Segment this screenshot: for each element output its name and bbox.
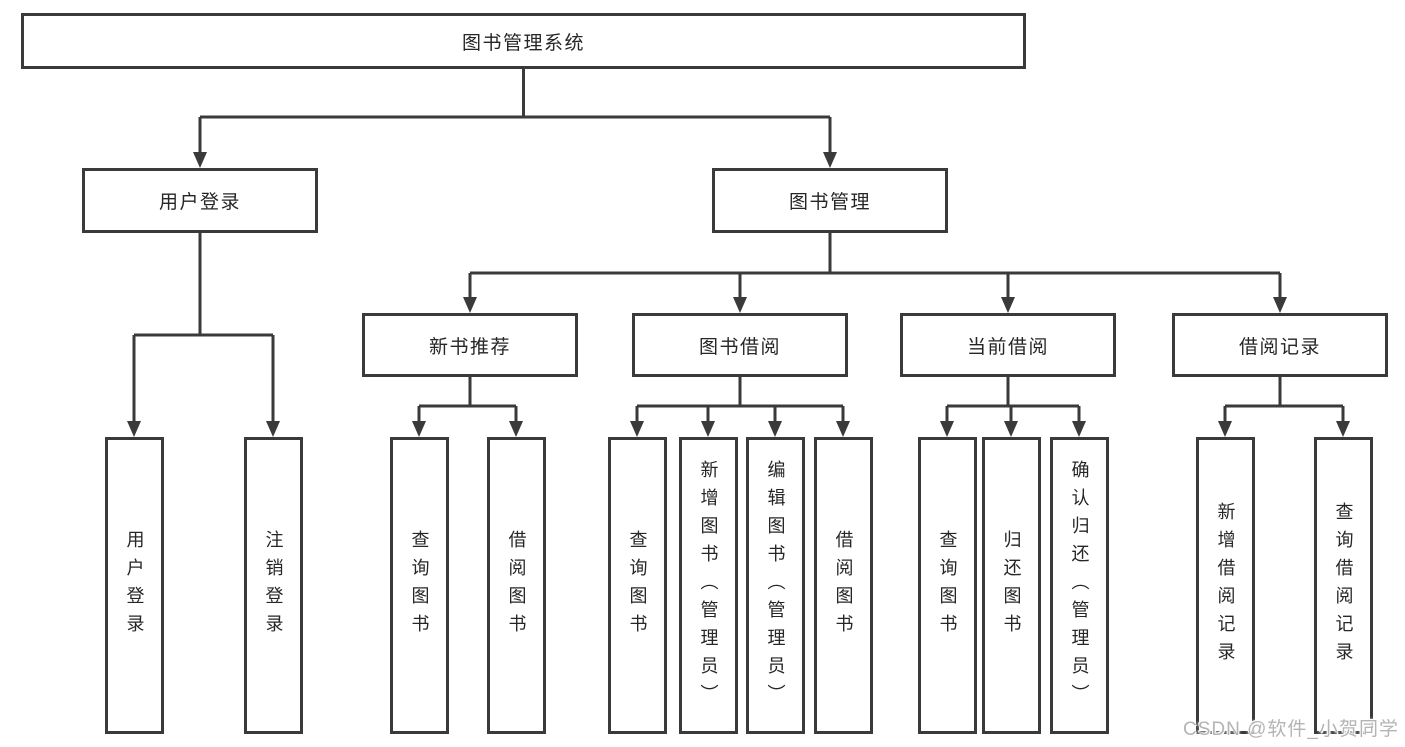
node-borrow-records: 借阅记录: [1172, 313, 1388, 377]
node-query-books-recommend-label: 查询图书: [409, 529, 430, 642]
node-new-book-recommend: 新书推荐: [362, 313, 578, 377]
node-book-borrow-label: 图书借阅: [698, 336, 781, 358]
node-borrow-books-recommend: 借阅图书: [487, 437, 546, 734]
node-book-borrow: 图书借阅: [632, 313, 848, 377]
node-logout: 注销登录: [244, 437, 303, 734]
node-query-borrow-record-label: 查询借阅记录: [1333, 501, 1354, 670]
node-add-borrow-record: 新增借阅记录: [1196, 437, 1255, 734]
node-add-book-admin: 新增图书（管理员）: [679, 437, 738, 734]
node-borrow-books-label: 借阅图书: [833, 529, 854, 642]
csdn-watermark: CSDN @软件_小贺同学: [1183, 719, 1399, 740]
connector-current-borrow-to-leaves: [940, 377, 1086, 437]
node-edit-book-admin-label: 编辑图书（管理员）: [765, 459, 786, 712]
connector-new-book-to-leaves: [412, 377, 523, 437]
connector-root-to-level2: [193, 68, 837, 168]
node-confirm-return-admin: 确认归还（管理员）: [1050, 437, 1109, 734]
node-user-login-group: 用户登录: [82, 168, 318, 233]
node-current-borrow: 当前借阅: [900, 313, 1116, 377]
node-book-mgmt-label: 图书管理: [788, 192, 871, 213]
node-confirm-return-admin-label: 确认归还（管理员）: [1069, 459, 1090, 712]
node-user-login-group-label: 用户登录: [158, 192, 241, 213]
node-return-book-label: 归还图书: [1001, 529, 1022, 642]
node-borrow-records-label: 借阅记录: [1238, 336, 1321, 358]
connector-book-borrow-to-leaves: [630, 377, 850, 437]
node-query-books-current-label: 查询图书: [937, 529, 958, 642]
node-logout-label: 注销登录: [263, 529, 284, 642]
connector-user-login-to-leaves: [127, 233, 280, 437]
node-current-borrow-label: 当前借阅: [966, 336, 1049, 358]
node-query-books-borrow-label: 查询图书: [627, 529, 648, 642]
connector-book-mgmt-to-level3: [463, 233, 1287, 313]
connector-borrow-records-to-leaves: [1218, 377, 1350, 437]
node-return-book: 归还图书: [982, 437, 1041, 734]
node-edit-book-admin: 编辑图书（管理员）: [746, 437, 805, 734]
node-query-books-recommend: 查询图书: [390, 437, 449, 734]
node-borrow-books: 借阅图书: [814, 437, 873, 734]
node-user-login: 用户登录: [105, 437, 164, 734]
node-query-borrow-record: 查询借阅记录: [1314, 437, 1373, 734]
node-query-books-current: 查询图书: [918, 437, 977, 734]
node-new-book-recommend-label: 新书推荐: [428, 336, 511, 358]
node-library-system: 图书管理系统: [21, 13, 1026, 69]
node-borrow-books-recommend-label: 借阅图书: [506, 529, 527, 642]
node-book-mgmt: 图书管理: [712, 168, 948, 233]
node-library-system-label: 图书管理系统: [461, 32, 585, 54]
node-user-login-label: 用户登录: [124, 529, 145, 642]
node-add-borrow-record-label: 新增借阅记录: [1215, 501, 1236, 670]
node-query-books-borrow: 查询图书: [608, 437, 667, 734]
node-add-book-admin-label: 新增图书（管理员）: [698, 459, 719, 712]
